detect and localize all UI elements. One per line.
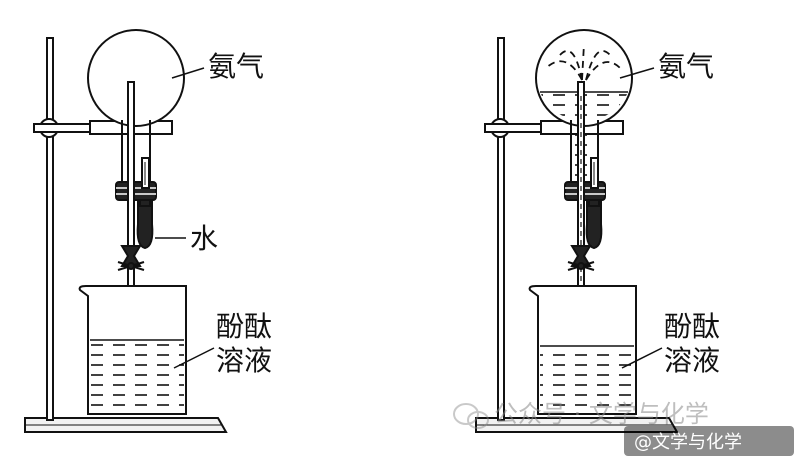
- right-dropper-bulb: [585, 199, 603, 250]
- watermark-badge-text: @文学与化学: [634, 432, 742, 453]
- watermark-badge: [624, 426, 794, 456]
- left-flask: [87, 29, 185, 127]
- left-phenolphthalein-label: 酚酞: [216, 310, 272, 343]
- right-apparatus: [475, 29, 679, 433]
- watermark: 公众号 · 文学与化学 @文学与化学: [453, 400, 794, 456]
- left-beaker-solution: [90, 340, 184, 412]
- right-phenolphthalein-label: 酚酞: [664, 310, 720, 343]
- right-ammonia-label: 氨气: [658, 50, 714, 83]
- left-ammonia-label: 氨气: [208, 50, 264, 83]
- watermark-faded-text: 公众号 · 文学与化学: [494, 400, 709, 428]
- left-stand-rod: [46, 37, 54, 421]
- left-dropper-bulb: [136, 199, 154, 250]
- right-pinch-clamp: [570, 245, 592, 267]
- left-pinch-clamp: [120, 245, 142, 267]
- right-beaker-solution: [540, 346, 634, 412]
- right-solution-label: 溶液: [664, 344, 720, 377]
- watermark-wechat-icon: [453, 403, 489, 429]
- right-fountain-jets: [545, 43, 623, 81]
- left-apparatus: [24, 29, 228, 433]
- right-stand-rod: [497, 37, 505, 421]
- left-water-label: 水: [190, 222, 218, 255]
- left-solution-label: 溶液: [216, 344, 272, 377]
